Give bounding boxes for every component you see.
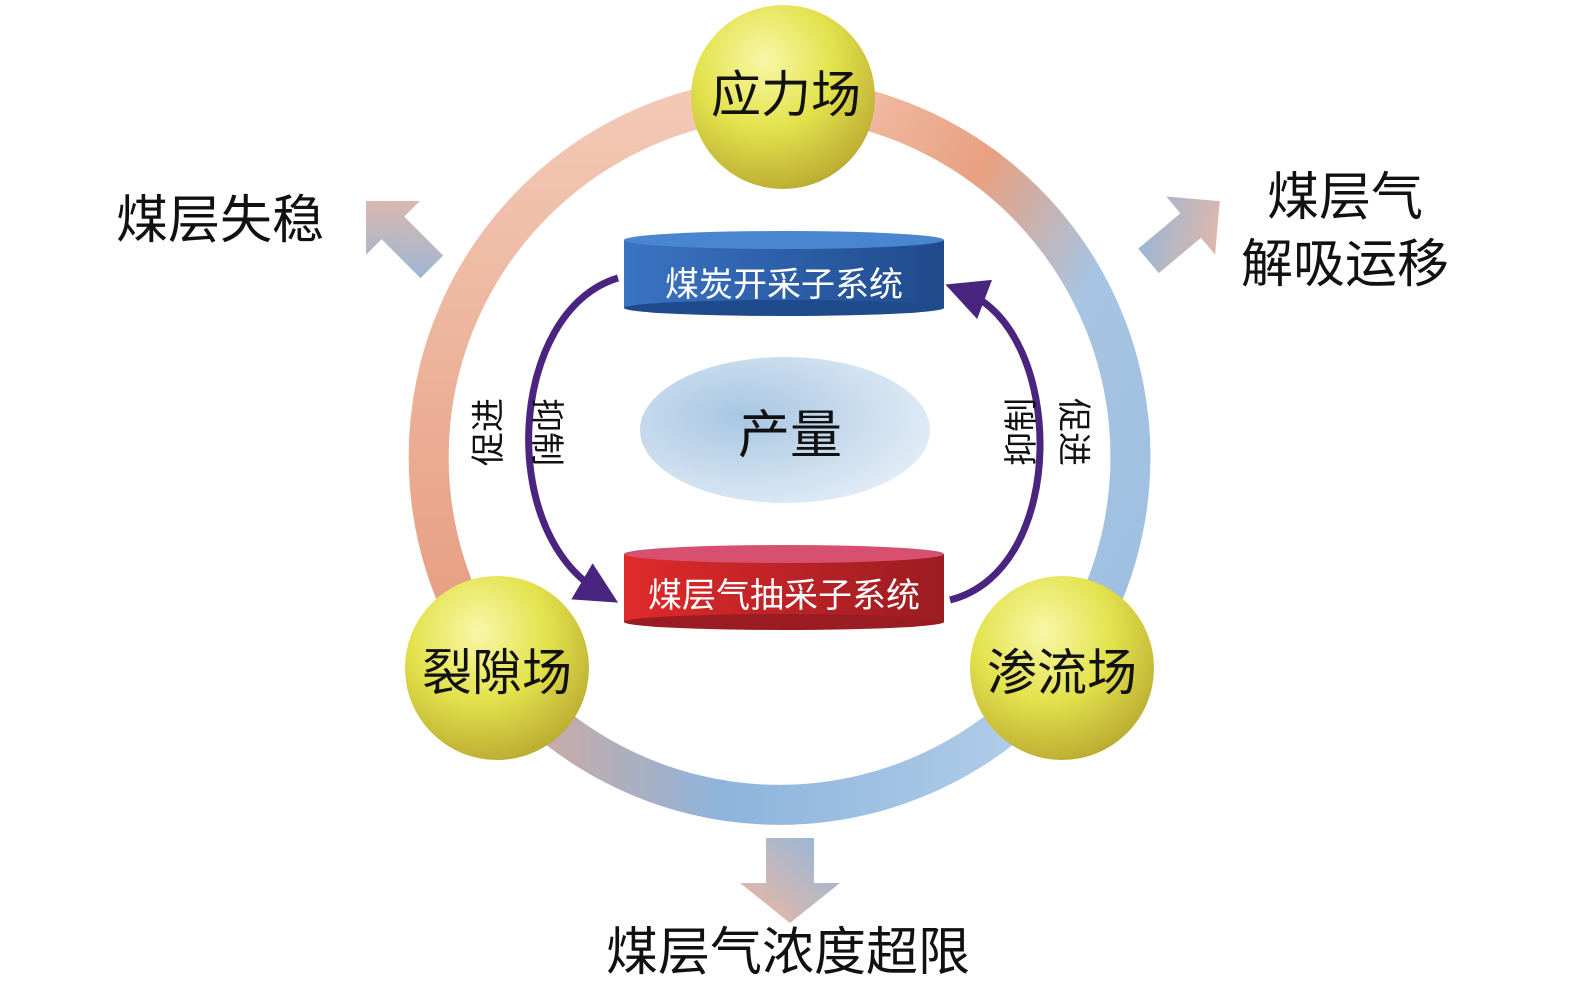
desorption-label-line1: 煤层气 — [1267, 168, 1423, 228]
right-promote-label: 促进 — [1053, 398, 1093, 466]
cycle-ring — [408, 77, 1151, 825]
stress-field-ball — [691, 5, 875, 189]
right-feedback-arrow-icon — [945, 279, 1044, 604]
coal-mining-subsystem — [624, 231, 944, 316]
instability-label: 煤层失稳 — [116, 191, 324, 251]
left-inhibit-label: 抑制 — [526, 398, 566, 466]
desorption-label-line2: 解吸运移 — [1241, 235, 1449, 295]
cbm-extraction-label: 煤层气抽采子系统 — [648, 576, 920, 616]
fracture-field-label: 裂隙场 — [422, 644, 572, 702]
left-feedback-arrow-icon — [525, 274, 620, 603]
arrow-instability-icon — [366, 201, 444, 279]
fracture-field-ball — [405, 576, 589, 760]
seepage-field-ball — [970, 576, 1154, 760]
stress-field-label: 应力场 — [711, 66, 861, 124]
cbm-extraction-subsystem — [624, 545, 944, 630]
left-promote-label: 促进 — [469, 398, 509, 466]
coal-mining-label: 煤炭开采子系统 — [665, 265, 903, 305]
arrow-desorption-icon — [1138, 196, 1220, 274]
arrow-over-limit-icon — [740, 838, 840, 923]
seepage-field-label: 渗流场 — [987, 644, 1137, 702]
over-limit-label: 煤层气浓度超限 — [606, 923, 970, 983]
output-oval — [640, 357, 930, 503]
right-inhibit-label: 抑制 — [1002, 398, 1042, 466]
output-label: 产量 — [738, 406, 842, 466]
